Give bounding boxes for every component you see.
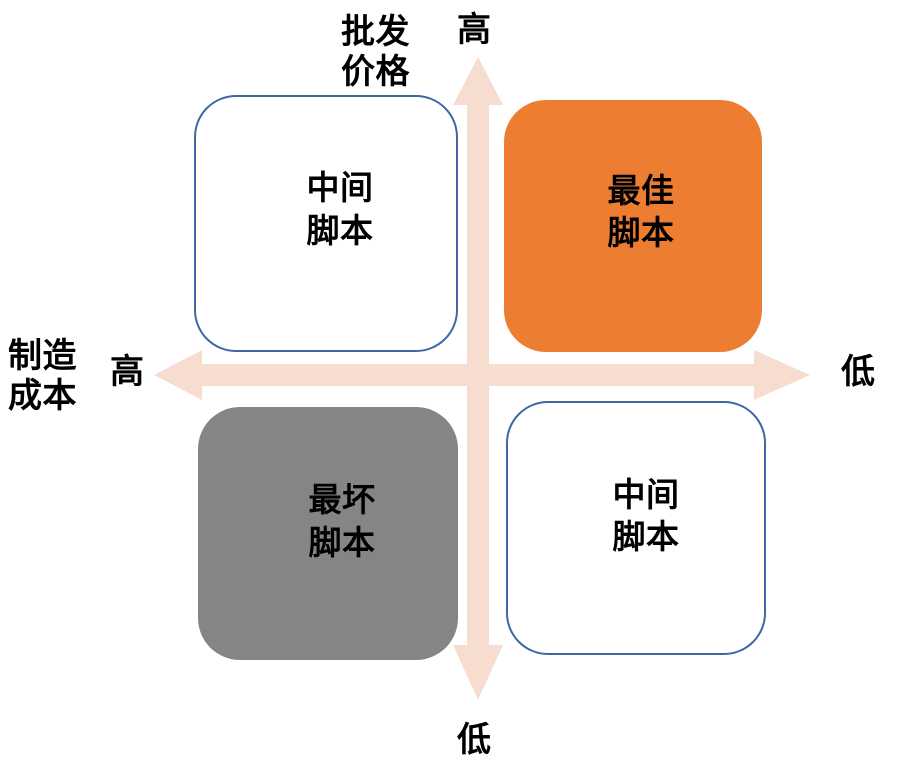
quadrant-top-right-label: 最佳 脚本 — [607, 171, 675, 251]
y-axis-title: 批发 价格 — [341, 13, 410, 92]
x-axis-title: 制造 成本 — [8, 337, 77, 416]
quadrant-top-left-label: 中间 脚本 — [306, 169, 374, 249]
quadrant-bottom-left-label: 最坏 脚本 — [308, 481, 376, 561]
y-axis-low-label: 低 — [457, 721, 491, 759]
x-axis-high-label: 高 — [110, 353, 144, 391]
quadrant-bottom-right[interactable]: 中间 脚本 — [506, 401, 766, 655]
quadrant-bottom-right-label: 中间 脚本 — [612, 475, 680, 555]
y-axis-high-label: 高 — [457, 11, 491, 49]
quadrant-bottom-left[interactable]: 最坏 脚本 — [198, 407, 458, 660]
quadrant-top-left[interactable]: 中间 脚本 — [194, 95, 458, 352]
axis-arrow-horizontal — [154, 350, 810, 400]
quadrant-top-right[interactable]: 最佳 脚本 — [504, 100, 762, 352]
x-axis-low-label: 低 — [841, 353, 875, 391]
